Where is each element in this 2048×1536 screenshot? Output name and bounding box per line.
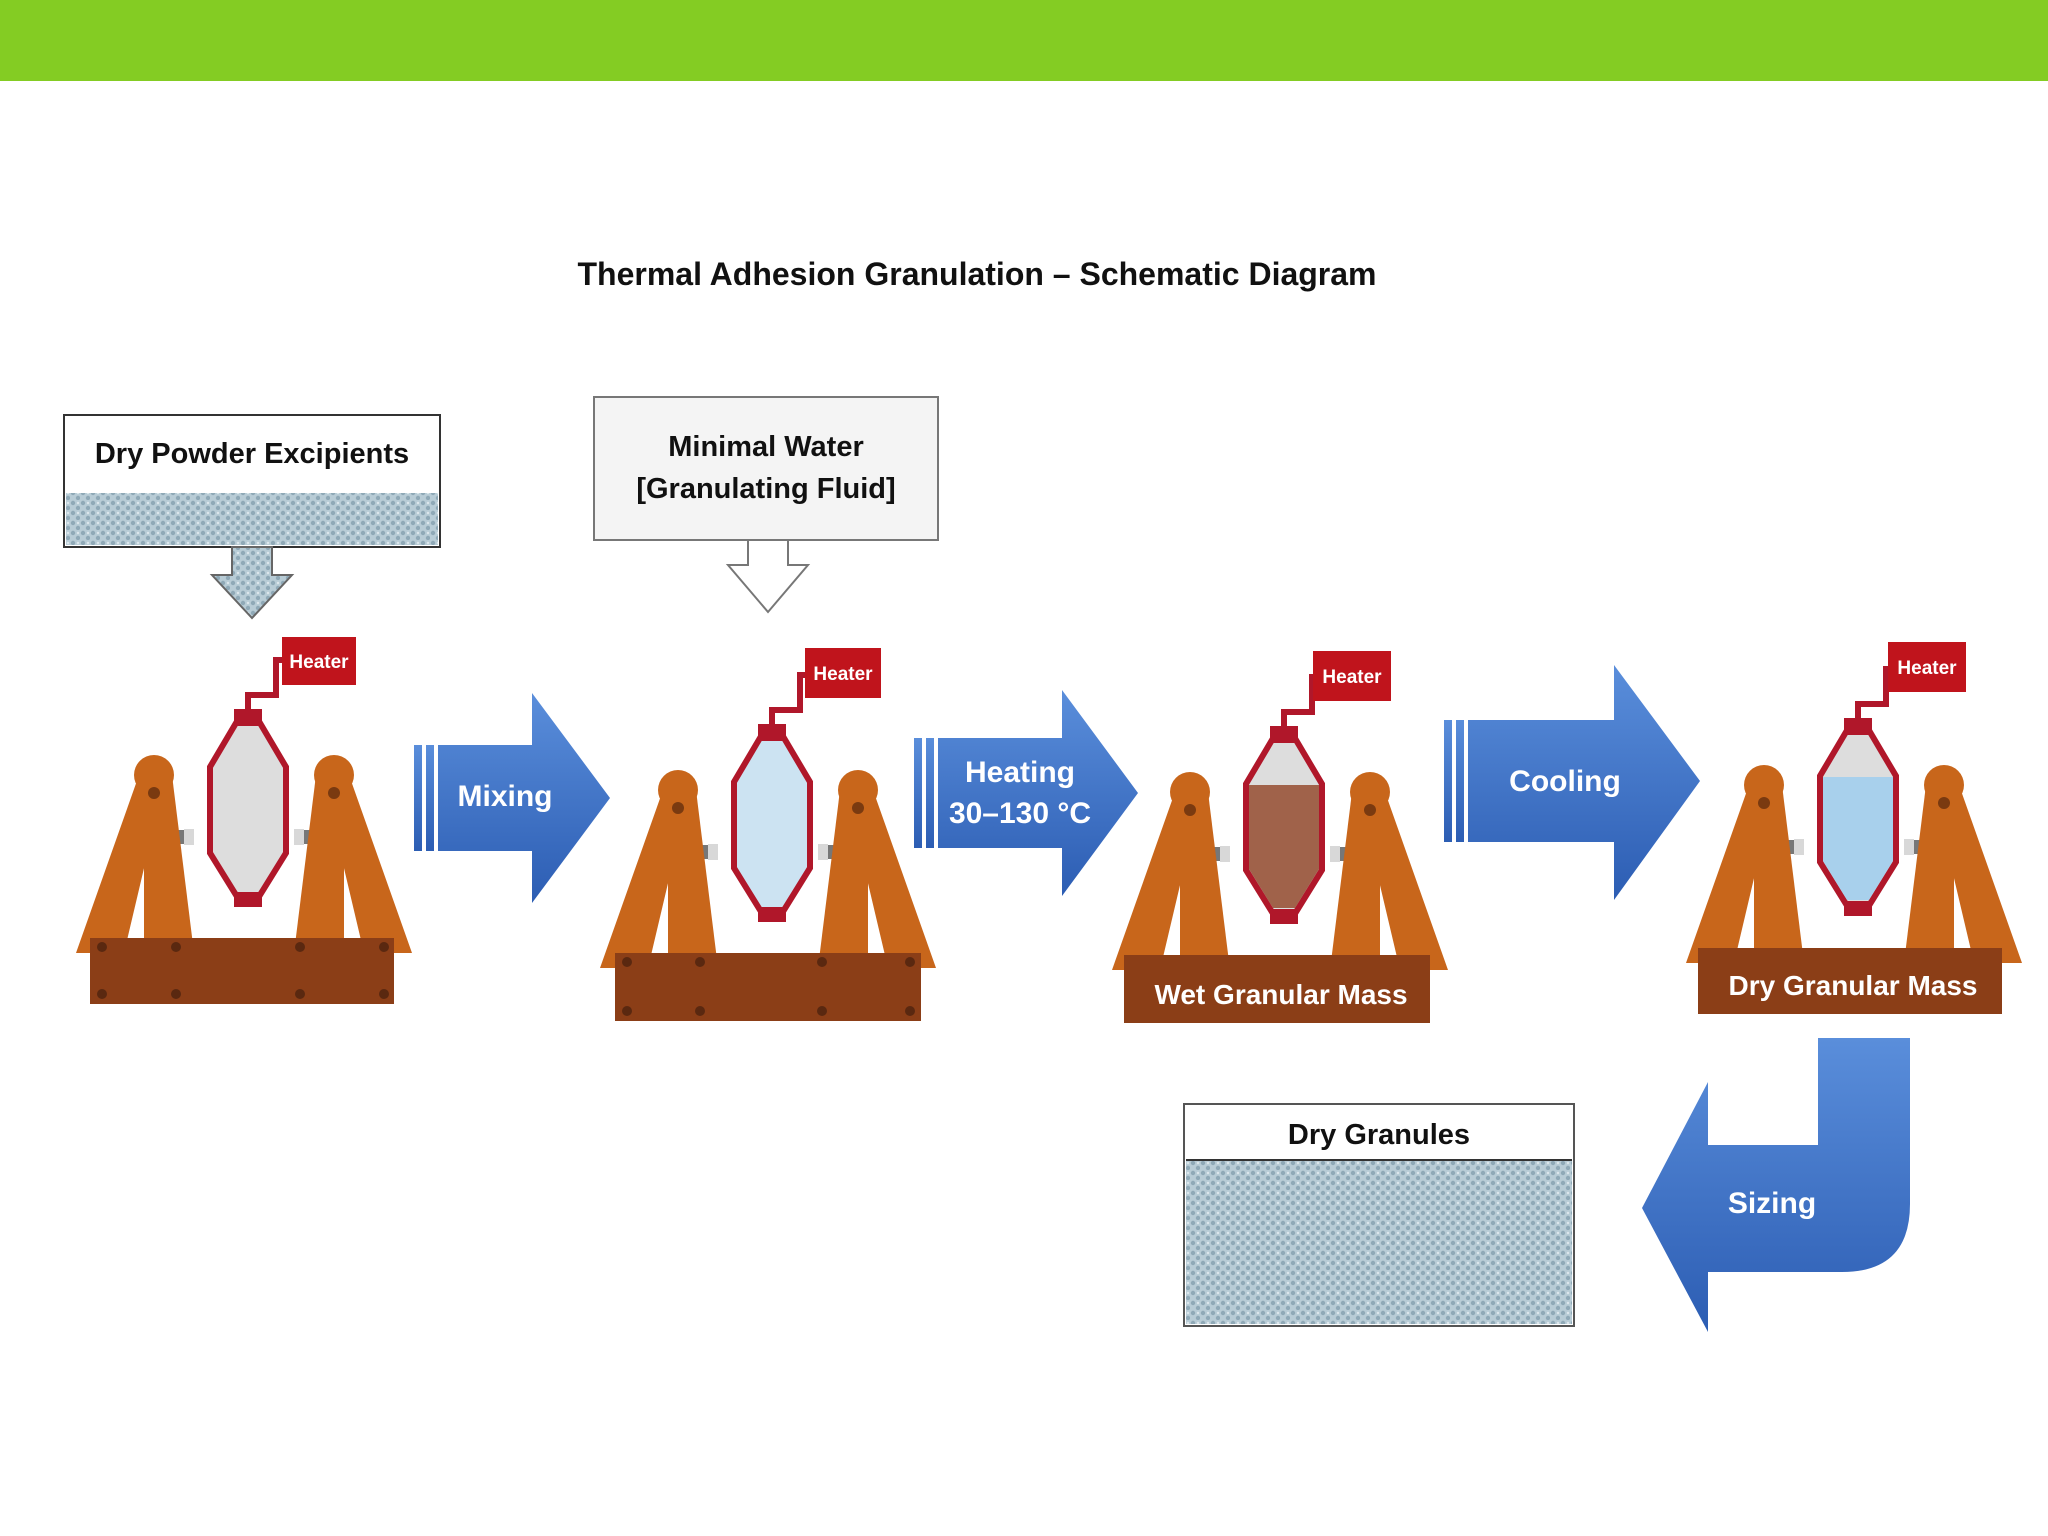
station-3-vessel bbox=[1243, 677, 1329, 924]
top-accent-bar bbox=[0, 0, 2048, 81]
heating-label-line1: Heating bbox=[965, 756, 1075, 789]
heater-label-1: Heater bbox=[289, 652, 349, 673]
station-1-heater: Heater bbox=[282, 637, 356, 685]
dry-powder-input-box: Dry Powder Excipients bbox=[63, 414, 441, 620]
cooling-arrow: Cooling bbox=[1444, 665, 1700, 900]
water-label-line2: [Granulating Fluid] bbox=[636, 473, 895, 505]
dry-granular-mass-label: Dry Granular Mass bbox=[1729, 970, 1978, 1001]
station-4-heater: Heater bbox=[1888, 642, 1966, 692]
station-4-vessel bbox=[1817, 669, 1903, 916]
mixing-label: Mixing bbox=[458, 780, 553, 813]
station-2-base bbox=[615, 953, 921, 1021]
station-3-heater: Heater bbox=[1313, 651, 1391, 701]
diagram-title: Thermal Adhesion Granulation – Schematic… bbox=[577, 256, 1376, 292]
heater-label-4: Heater bbox=[1897, 658, 1957, 679]
station-2-vessel bbox=[731, 675, 817, 922]
mixing-arrow: Mixing bbox=[414, 693, 610, 903]
sizing-label: Sizing bbox=[1728, 1187, 1816, 1220]
water-label-line1: Minimal Water bbox=[668, 431, 864, 463]
station-4-base bbox=[1698, 948, 2002, 1014]
dry-powder-label: Dry Powder Excipients bbox=[95, 438, 409, 470]
heating-arrow: Heating 30–130 °C bbox=[914, 690, 1138, 896]
heating-temperature-label: 30–130 °C bbox=[949, 797, 1091, 830]
heater-label-3: Heater bbox=[1322, 667, 1382, 688]
dry-granules-output-box: Dry Granules bbox=[1183, 1103, 1575, 1327]
heater-label-2: Heater bbox=[813, 664, 873, 685]
dry-granules-label: Dry Granules bbox=[1288, 1119, 1470, 1151]
wet-granular-mass-label: Wet Granular Mass bbox=[1154, 979, 1407, 1010]
station-3-base bbox=[1124, 955, 1430, 1023]
station-1-vessel bbox=[207, 660, 293, 907]
station-2-heater: Heater bbox=[805, 648, 881, 698]
cooling-label: Cooling bbox=[1509, 765, 1621, 798]
station-1-base bbox=[90, 938, 394, 1004]
sizing-arrow: Sizing bbox=[1642, 1038, 1910, 1332]
water-input-box: Minimal Water [Granulating Fluid] bbox=[593, 396, 939, 614]
